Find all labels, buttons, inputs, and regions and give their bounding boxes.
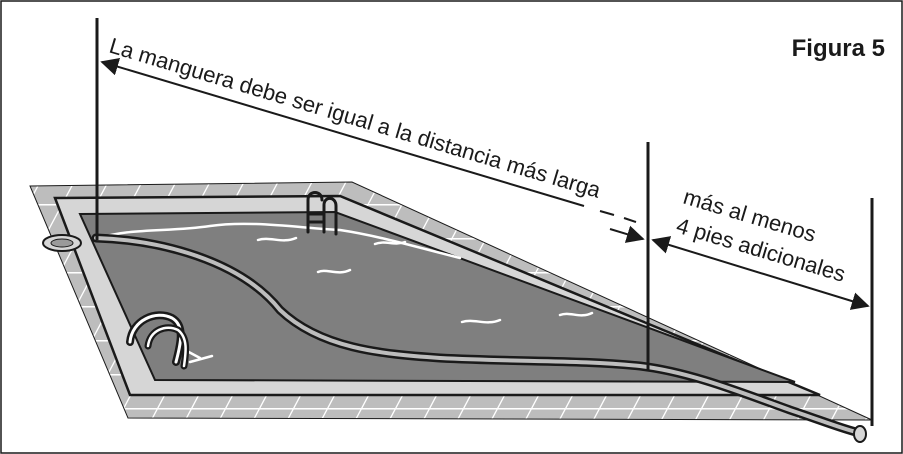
long-distance-arrow bbox=[100, 58, 585, 207]
long-distance-arrow-dashes bbox=[599, 210, 637, 223]
figure-title: Figura 5 bbox=[792, 35, 885, 62]
long-distance-label: La manguera debe ser igual a la distanci… bbox=[107, 33, 605, 203]
long-distance-arrow-head bbox=[630, 220, 644, 237]
pool-water bbox=[78, 210, 796, 383]
extra-length-arrow bbox=[651, 236, 870, 310]
vacuum-hose bbox=[91, 233, 861, 437]
pool-ladder-far-icon bbox=[306, 191, 338, 236]
hose-end-icon bbox=[853, 425, 867, 443]
pool-handrail-near-icon bbox=[126, 311, 190, 370]
